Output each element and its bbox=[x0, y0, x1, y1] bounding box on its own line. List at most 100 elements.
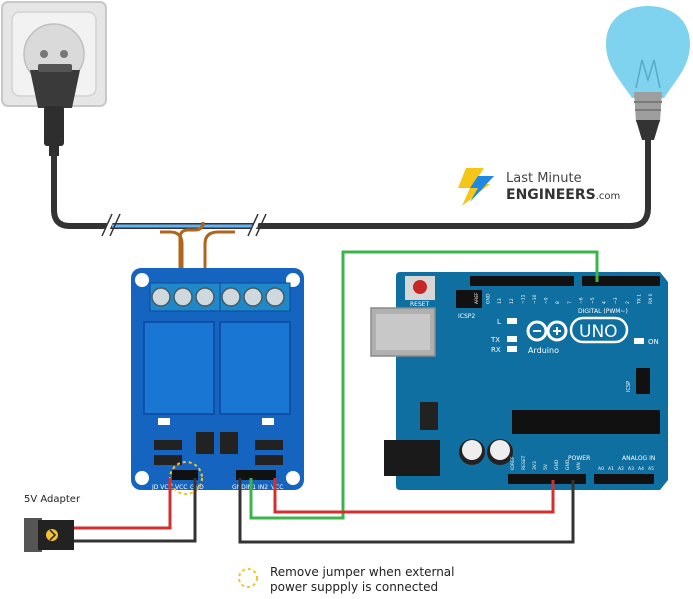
analog-pin-label-0: A0 bbox=[598, 466, 604, 472]
analog-pin-label-2: A2 bbox=[618, 466, 624, 472]
digital-pin-label-15: RX 0 bbox=[648, 293, 654, 304]
cable-break-right bbox=[247, 212, 267, 238]
pin-label-in2: IN2 bbox=[258, 484, 268, 491]
power-header bbox=[508, 474, 586, 484]
uno-logo-text: UNO bbox=[579, 322, 618, 342]
red-wire-adapter-to-jdvcc bbox=[74, 478, 172, 530]
brand-line1: Last Minute bbox=[506, 171, 582, 186]
digital-pin-label-3: 12 bbox=[509, 298, 515, 304]
led-tx bbox=[507, 336, 517, 342]
power-pin-labels: IOREF RESET 3V3 5V GND GND VIN bbox=[510, 455, 582, 470]
note-line-2: power suppply is connected bbox=[270, 580, 438, 594]
pin-label-vcc-left: VCC bbox=[175, 484, 187, 491]
optocoupler-1 bbox=[196, 432, 214, 454]
transistor-1 bbox=[154, 440, 182, 450]
led-label-l: L bbox=[497, 318, 501, 326]
plug-icon bbox=[30, 64, 80, 156]
copper-wire-right bbox=[203, 230, 235, 282]
digital-pin-label-0: AREF bbox=[474, 292, 480, 304]
power-pin-label-1: RESET bbox=[521, 455, 527, 470]
digital-pin-label-8: 7 bbox=[567, 301, 573, 304]
brand-name: ENGINEERS bbox=[506, 187, 596, 203]
analog-pin-label-3: A3 bbox=[628, 466, 634, 472]
red-wire-vcc-to-5v bbox=[273, 478, 555, 514]
transistor-2 bbox=[154, 455, 182, 465]
power-pin-label-4: GND bbox=[554, 459, 560, 470]
pin-label-jdvcc: JD VCC bbox=[151, 484, 173, 491]
black-wire-gnd-to-gnd bbox=[238, 478, 575, 544]
digital-pin-labels: AREF GND 13 12 ~11 ~10 ~9 8 7 ~6 ~5 4 ~3 2 TX 1 RX 0 bbox=[474, 292, 654, 305]
digital-pin-label-13: 2 bbox=[625, 301, 631, 304]
reset-label: RESET bbox=[410, 301, 430, 308]
digital-pin-label-7: 8 bbox=[555, 301, 561, 304]
adapter-label: 5V Adapter bbox=[24, 494, 81, 505]
brand-bolt-icon bbox=[458, 168, 494, 206]
relay-led-2 bbox=[262, 418, 274, 425]
pin-label-vcc-right: VCC bbox=[271, 484, 283, 491]
mains-cable bbox=[51, 137, 651, 229]
digital-pin-label-9: ~6 bbox=[578, 297, 584, 304]
cable-break-left bbox=[101, 212, 121, 238]
digital-pin-label-5: ~10 bbox=[532, 294, 538, 304]
note-jumper-ring-icon bbox=[238, 568, 258, 588]
arduino-brand-text: Arduino bbox=[528, 346, 559, 355]
terminal-block-1 bbox=[149, 282, 221, 312]
digital-header-right bbox=[582, 276, 660, 286]
brand-suffix: .com bbox=[596, 191, 621, 202]
arduino-logo: UNO Arduino bbox=[526, 316, 629, 355]
relay-module: JD VCC VCC GND GND IN1 IN2 VCC bbox=[131, 268, 304, 491]
transistor-4 bbox=[255, 455, 283, 465]
led-rx bbox=[507, 346, 517, 352]
transistor-3 bbox=[255, 440, 283, 450]
digital-pin-label-11: 4 bbox=[602, 301, 608, 304]
power-pin-label-3: 5V bbox=[543, 463, 549, 470]
terminal-block-2 bbox=[219, 282, 291, 312]
power-pin-label-2: 3V3 bbox=[532, 461, 538, 470]
barrel-jack bbox=[384, 440, 440, 476]
led-on bbox=[634, 338, 644, 344]
analog-label: ANALOG IN bbox=[622, 455, 655, 462]
led-label-rx: RX bbox=[491, 346, 501, 354]
black-wire-adapter-to-gnd bbox=[74, 478, 197, 543]
brand-logo: Last Minute ENGINEERS.com bbox=[458, 168, 620, 206]
digital-pin-label-14: TX 1 bbox=[636, 294, 642, 305]
digital-pin-label-1: GND bbox=[486, 293, 492, 304]
relay-1 bbox=[143, 321, 215, 415]
analog-pin-label-4: A4 bbox=[638, 466, 644, 472]
digital-header-left bbox=[470, 276, 574, 286]
brand-line2: ENGINEERS.com bbox=[506, 187, 620, 203]
led-label-tx: TX bbox=[490, 336, 500, 344]
digital-pin-label-2: 13 bbox=[497, 298, 503, 304]
power-pin-label-6: VIN bbox=[576, 462, 582, 470]
relay-led-1 bbox=[158, 418, 170, 425]
power-pin-label-5: GND bbox=[565, 459, 571, 470]
arduino-uno-board: RESET ICSP 2 AREF GND 13 12 ~11 ~10 ~9 8 7 ~6 ~5 4 ~3… bbox=[370, 272, 668, 490]
digital-pin-label-12: ~3 bbox=[613, 297, 619, 304]
voltage-regulator bbox=[420, 402, 438, 430]
green-wire-in1-to-d7 bbox=[249, 250, 599, 520]
optocoupler-2 bbox=[220, 432, 238, 454]
digital-pin-label-4: ~11 bbox=[520, 294, 526, 304]
capacitor-1 bbox=[459, 439, 485, 465]
jumper-header bbox=[172, 470, 198, 480]
led-l bbox=[507, 318, 517, 324]
digital-label: DIGITAL (PWM~) bbox=[578, 308, 628, 315]
relay-2 bbox=[219, 321, 291, 415]
input-header bbox=[236, 470, 276, 480]
capacitor-2 bbox=[487, 439, 513, 465]
copper-wire-left bbox=[160, 230, 184, 282]
pin-label-gnd-left: GND bbox=[190, 484, 204, 491]
light-bulb-icon bbox=[606, 6, 690, 140]
dc-jack-icon bbox=[24, 518, 74, 552]
digital-pin-label-6: ~9 bbox=[544, 297, 550, 304]
analog-pin-label-5: A5 bbox=[648, 466, 654, 472]
atmega-chip bbox=[512, 410, 660, 434]
digital-pin-label-10: ~5 bbox=[590, 297, 596, 304]
icsp1-label: ICSP bbox=[626, 381, 632, 392]
power-pin-label-0: IOREF bbox=[510, 456, 516, 470]
power-label: POWER bbox=[568, 455, 590, 462]
note-line-1: Remove jumper when external bbox=[270, 565, 455, 579]
